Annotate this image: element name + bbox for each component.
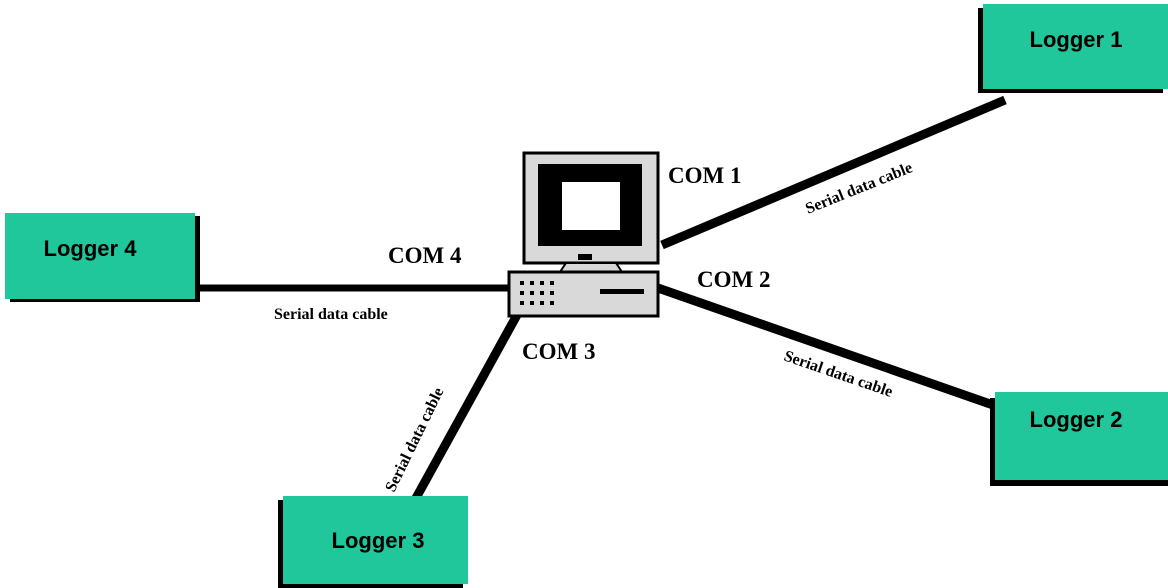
cable-label-com4: Serial data cable xyxy=(274,306,388,323)
logger-4: Logger 4 xyxy=(5,213,200,302)
cable-com2-line xyxy=(656,283,995,410)
logger-4-label: Logger 4 xyxy=(44,236,138,261)
logger-3-label: Logger 3 xyxy=(332,528,425,553)
logger-1: Logger 1 xyxy=(978,4,1168,93)
desktop-computer-icon xyxy=(507,151,660,318)
cable-label-com1: Serial data cable xyxy=(803,159,915,217)
port-label-com3: COM 3 xyxy=(522,339,595,364)
logger-1-box xyxy=(983,4,1168,89)
cable-label-com3: Serial data cable xyxy=(382,385,447,495)
monitor-screen xyxy=(562,182,620,230)
port-label-com2: COM 2 xyxy=(697,267,770,292)
logger-3-box xyxy=(283,496,468,584)
cables xyxy=(200,95,1007,501)
port-label-com1: COM 1 xyxy=(668,163,741,188)
logger-2-label: Logger 2 xyxy=(1030,407,1123,432)
base-unit-vents xyxy=(520,281,554,305)
cable-com1-line xyxy=(660,95,1007,250)
logger-2: Logger 2 xyxy=(990,392,1168,486)
cable-com3-line xyxy=(412,312,521,501)
port-label-com4: COM 4 xyxy=(388,243,462,268)
monitor-stand-slot xyxy=(578,254,592,260)
logger-1-label: Logger 1 xyxy=(1030,27,1123,52)
logger-3: Logger 3 xyxy=(278,496,468,588)
logger-2-box xyxy=(995,392,1168,480)
logger-4-box xyxy=(5,213,195,299)
base-unit-drive-slot xyxy=(600,289,644,294)
